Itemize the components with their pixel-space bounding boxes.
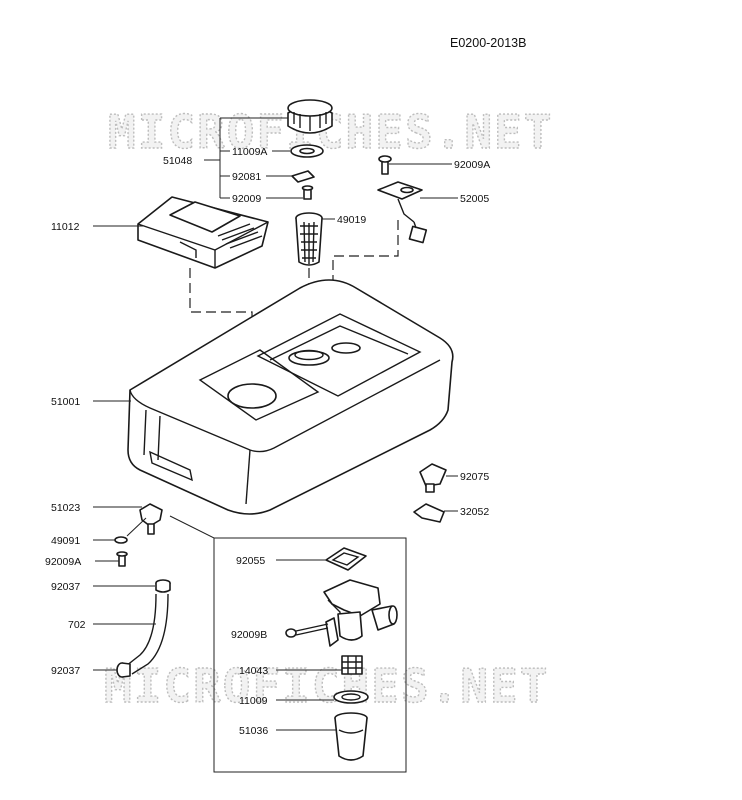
oring-11009 [333, 690, 369, 704]
fuel-cock-51023 [139, 503, 163, 535]
label-51023: 51023 [51, 502, 80, 514]
gauge-screw [378, 155, 392, 175]
label-92081: 92081 [232, 171, 261, 183]
bracket-92075 [419, 463, 447, 493]
fuel-cock-body [323, 579, 398, 647]
label-51048: 51048 [163, 155, 192, 167]
fuel-gauge [377, 181, 428, 244]
fuel-tank [127, 279, 454, 515]
label-51036: 51036 [239, 725, 268, 737]
label-92037-low: 92037 [51, 665, 80, 677]
fuel-cap [287, 99, 333, 134]
watermark-bottom: MICROFICHES.NET [104, 659, 549, 713]
label-92009A-top: 92009A [454, 159, 490, 171]
clip-32052 [413, 503, 445, 523]
label-11012: 11012 [51, 221, 80, 233]
label-702: 702 [68, 619, 86, 631]
clamp-92037-top [155, 579, 171, 593]
label-49091: 49091 [51, 535, 80, 547]
cup-51036 [334, 712, 368, 761]
diagram-code: E0200-2013B [450, 36, 526, 50]
label-14043: 14043 [239, 665, 268, 677]
retainer-plate [291, 170, 315, 183]
tank-cover [137, 196, 269, 269]
clamp-92037-low [116, 662, 131, 678]
fuel-hose-702 [125, 593, 169, 675]
cap-gasket [290, 144, 324, 158]
screw-92009A [116, 551, 128, 567]
label-11009A: 11009A [232, 146, 267, 158]
inset-frame [169, 515, 407, 773]
label-51001: 51001 [51, 396, 80, 408]
label-49019: 49019 [337, 214, 366, 226]
label-92055: 92055 [236, 555, 265, 567]
label-92009A-low: 92009A [45, 556, 81, 568]
cap-screw [301, 185, 314, 200]
screw-92009B [285, 623, 329, 638]
strainer-14043 [341, 655, 363, 675]
label-92009B: 92009B [231, 629, 267, 641]
label-92009-cap: 92009 [232, 193, 261, 205]
label-92075: 92075 [460, 471, 489, 483]
label-32052: 32052 [460, 506, 489, 518]
washer-49091 [114, 536, 128, 544]
gasket-92055 [325, 547, 367, 571]
label-92037-top: 92037 [51, 581, 80, 593]
label-11009: 11009 [239, 695, 268, 707]
fuel-filter [295, 212, 323, 266]
label-52005: 52005 [460, 193, 489, 205]
